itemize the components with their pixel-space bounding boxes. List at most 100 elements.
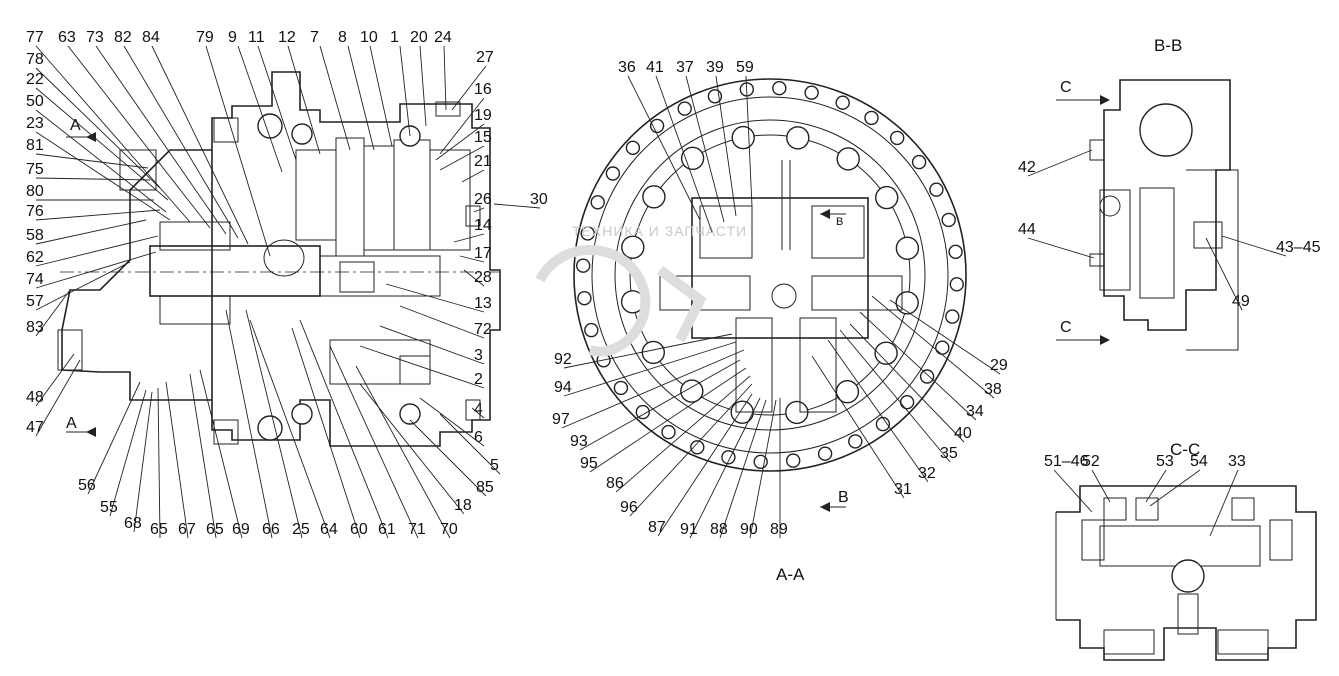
leader-line <box>563 333 733 369</box>
leader-line <box>291 327 361 539</box>
valve-insert <box>399 355 431 385</box>
leader-line <box>419 397 485 447</box>
part-callout: 34 <box>966 403 984 420</box>
part-callout: 2 <box>474 371 483 388</box>
bolt-hole <box>786 126 810 150</box>
swash-plate <box>263 239 305 277</box>
part-callout: 13 <box>474 295 492 312</box>
part-callout: 86 <box>606 475 624 492</box>
arrow-head-icon <box>820 502 830 512</box>
leader-line <box>827 339 929 483</box>
part-callout: 70 <box>440 521 458 538</box>
cylinder-left <box>659 275 751 311</box>
leader-line <box>563 341 737 397</box>
part-callout: 92 <box>554 351 572 368</box>
arrow-head-icon <box>86 132 96 142</box>
part-callout: 50 <box>26 93 44 110</box>
bearing-bottom-mid <box>291 403 313 425</box>
leader-line <box>859 311 977 421</box>
bolt-hole <box>804 85 819 100</box>
part-callout: 60 <box>350 521 368 538</box>
part-callout: 19 <box>474 107 492 124</box>
part-callout: 36 <box>618 59 636 76</box>
part-callout: 94 <box>554 379 572 396</box>
leader-line <box>719 399 767 539</box>
leader-line <box>35 353 75 407</box>
leader-line <box>451 65 487 111</box>
bb-body-outline <box>1103 79 1231 331</box>
part-callout: 48 <box>26 389 44 406</box>
leader-line <box>655 75 713 233</box>
valve-block <box>329 339 431 385</box>
part-callout: 65 <box>206 521 224 538</box>
part-callout: 85 <box>476 479 494 496</box>
part-callout: 49 <box>1232 293 1250 310</box>
bolt-hole <box>577 291 592 306</box>
spool-chamber-left <box>699 205 753 259</box>
bolt-hole <box>835 95 850 110</box>
part-callout: 84 <box>142 29 160 46</box>
bb-spool <box>1139 187 1175 299</box>
leader-line <box>439 97 485 155</box>
brake-piston-right <box>799 317 837 413</box>
leader-line <box>1209 469 1239 537</box>
bolt-hole <box>677 101 692 116</box>
leader-line <box>745 75 753 207</box>
leader-line <box>151 45 249 245</box>
leader-line <box>133 391 153 533</box>
bb-plunger <box>1099 189 1131 291</box>
motor-piston-top <box>159 221 231 251</box>
part-callout: 16 <box>474 81 492 98</box>
part-callout: 77 <box>26 29 44 46</box>
part-callout: 90 <box>740 521 758 538</box>
part-callout: 93 <box>570 433 588 450</box>
bolt-hole <box>680 379 704 403</box>
bolt-hole <box>641 340 665 365</box>
center-shaft <box>771 283 797 309</box>
leader-line <box>225 309 273 539</box>
part-callout: 67 <box>178 521 196 538</box>
leader-line <box>245 309 303 539</box>
section-mark-c-bottom: C <box>1060 319 1072 336</box>
bearing-bottom-right <box>399 403 421 425</box>
part-callout: 39 <box>706 59 724 76</box>
part-callout: 97 <box>552 411 570 428</box>
spool-chamber-right <box>811 205 865 259</box>
part-callout: 66 <box>262 521 280 538</box>
leader-line <box>205 45 271 257</box>
part-callout: 7 <box>310 29 319 46</box>
leader-line <box>459 255 485 263</box>
bolt-hole <box>919 369 935 384</box>
part-callout: 87 <box>648 519 666 536</box>
bb-plug-44 <box>1089 253 1105 267</box>
part-callout: 3 <box>474 347 483 364</box>
cc-port-bore <box>1177 593 1199 635</box>
leader-line <box>329 345 419 539</box>
bolt-hole <box>649 118 665 134</box>
part-callout: 5 <box>490 457 499 474</box>
leader-line <box>35 177 151 181</box>
outer-flange-ring <box>573 78 967 472</box>
part-callout: 24 <box>434 29 452 46</box>
leader-line <box>435 123 485 161</box>
leader-line <box>35 87 169 201</box>
part-callout: 41 <box>646 59 664 76</box>
leader-line <box>399 305 485 339</box>
leader-line <box>257 45 297 161</box>
part-callout: 83 <box>26 319 44 336</box>
bolt-hole <box>731 125 755 150</box>
cc-plug-left <box>1081 519 1105 561</box>
part-callout: 69 <box>232 521 250 538</box>
bolt-hole <box>690 440 705 455</box>
leader-line <box>749 399 777 539</box>
gear-d <box>393 139 431 251</box>
leader-line <box>319 45 351 151</box>
arrow-head-icon <box>1100 95 1110 105</box>
view-title-bb: B-B <box>1154 36 1182 55</box>
part-callout: 35 <box>940 445 958 462</box>
leader-line <box>463 269 485 287</box>
leader-line <box>35 131 171 221</box>
leader-line <box>1091 469 1111 503</box>
